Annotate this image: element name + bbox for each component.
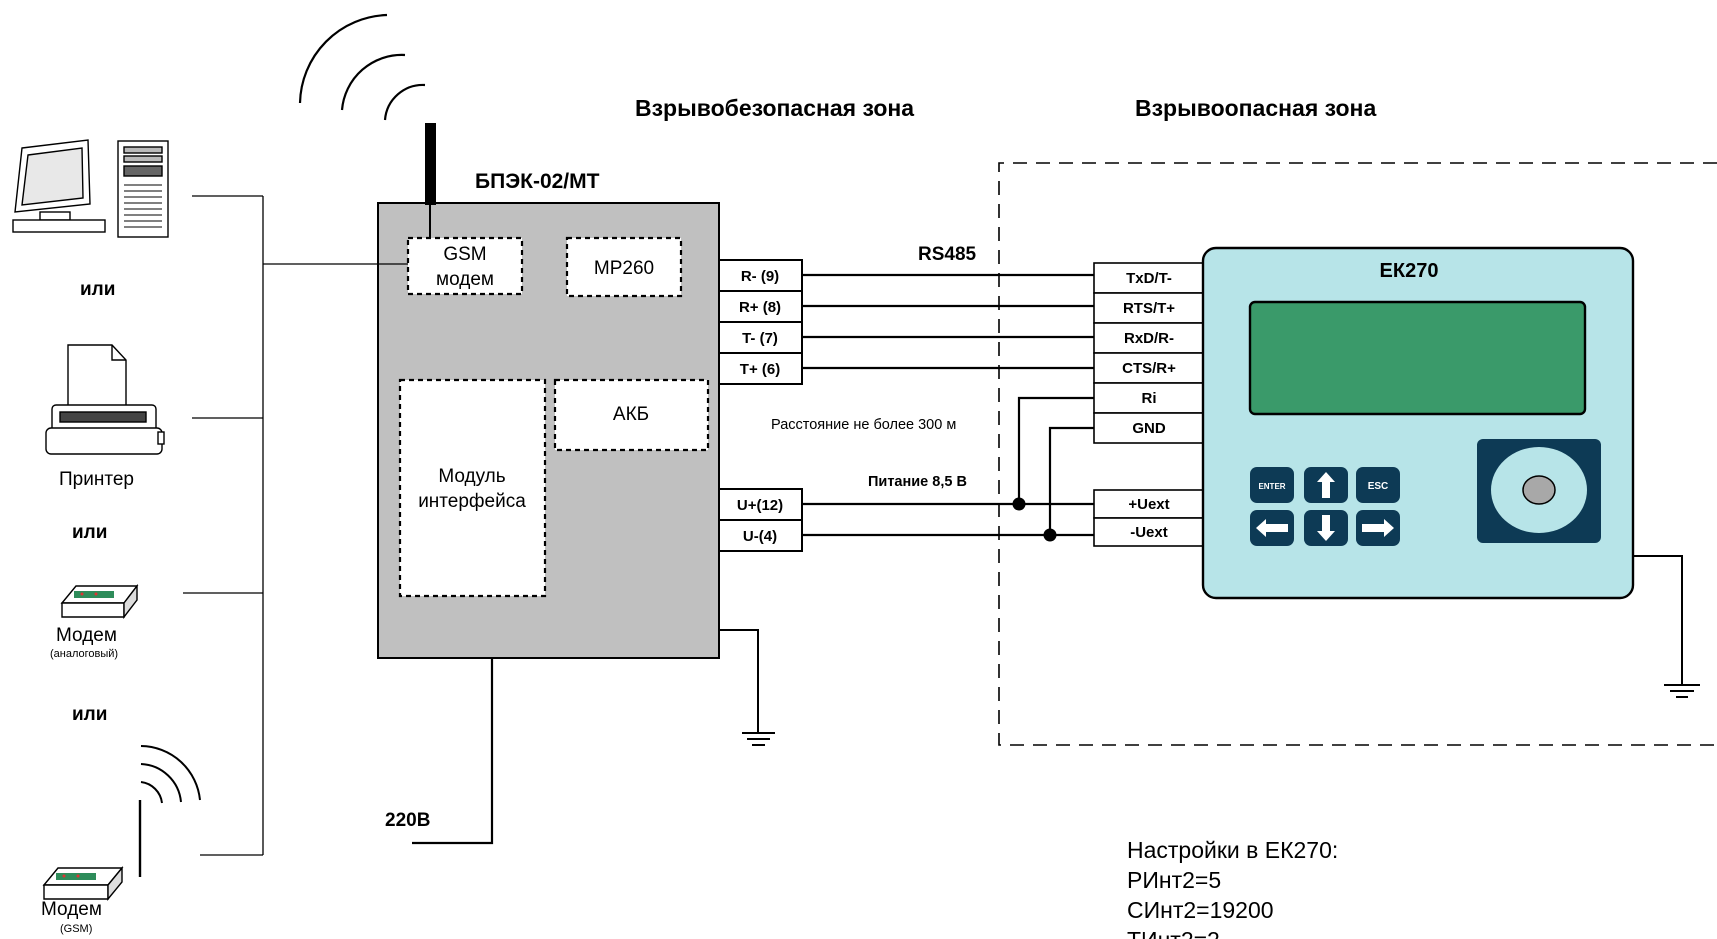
junction-node [1012,497,1026,511]
terminal-rxd: RxD/R- [1124,330,1174,347]
terminal-u-plus: U+(12) [737,497,783,514]
gsm-modem-module: GSM модем [406,236,524,296]
mains-label: 220В [385,810,430,831]
gsm-modem-label: Модем [41,899,102,920]
or-label-2: или [72,522,107,543]
enter-key [1250,467,1294,503]
ek270-device: ЕК270 ENTER ESC [1201,246,1635,600]
terminal-gnd: GND [1132,420,1166,437]
rs485-label: RS485 [918,244,977,265]
printer-icon [45,344,165,455]
gsm-modem-label-1: GSM [443,244,486,265]
distance-label: Расстояние не более 300 м [771,417,956,433]
ground-symbol [1633,555,1700,698]
mp260-label: МР260 [594,258,654,279]
terminal-r-plus: R+ (8) [739,299,781,316]
interface-module-label-1: Модуль [438,466,505,487]
gsm-modem-sublabel: (GSM) [60,923,92,935]
hazard-zone-boundary [998,162,1717,746]
terminal-r-minus: R- (9) [741,268,779,285]
terminal-u-minus: U-(4) [743,528,777,545]
unit-title: БПЭК-02/МТ [475,170,600,193]
mp260-module: МР260 [565,236,683,298]
enter-key-label: ENTER [1258,482,1285,491]
settings-line: ТИнт2=2 [1127,927,1220,939]
down-arrow-icon [1317,515,1335,541]
terminal-cts: CTS/R+ [1122,360,1176,377]
ek270-title: ЕК270 [1380,260,1439,282]
hazard-zone-title: Взрывоопасная зона [1135,95,1376,121]
settings-line: РИнт2=5 [1127,867,1221,893]
terminal-txd: TxD/T- [1126,270,1172,287]
printer-label: Принтер [59,469,134,490]
optical-port [1477,439,1601,543]
akb-label: АКБ [613,404,649,425]
rs485-wires [802,273,1094,370]
terminal-rts: RTS/T+ [1123,300,1175,317]
peripheral-bus [183,195,408,856]
terminal-ri: Ri [1142,390,1157,407]
settings-title: Настройки в ЕК270: [1127,837,1338,863]
analog-modem-sublabel: (аналоговый) [50,648,118,660]
or-label-1: или [80,279,115,300]
right-arrow-icon [1362,519,1394,537]
gsm-modem-icon [42,800,142,901]
signal-icon [140,745,201,804]
ek270-keypad: ENTER ESC [1250,467,1400,546]
safe-zone-title: Взрывобезопасная зона [635,95,914,121]
ek270-display [1248,300,1587,416]
or-label-3: или [72,704,107,725]
unit-terminals [718,259,803,552]
esc-key-label: ESC [1368,481,1389,492]
left-arrow-icon [1256,519,1288,537]
interface-module-label-2: интерфейса [418,491,526,512]
analog-modem-label: Модем [56,625,117,646]
analog-modem-icon [60,583,139,620]
akb-module: АКБ [553,378,710,452]
up-arrow-icon [1317,472,1335,498]
esc-key [1356,467,1400,503]
gsm-modem-label-2: модем [436,269,494,290]
terminal-t-minus: T- (7) [742,330,778,347]
terminal-t-plus: T+ (6) [740,361,780,378]
terminal-uext-minus: -Uext [1130,524,1168,541]
interface-module: Модуль интерфейса [398,378,547,598]
antenna-signal-icon [298,13,426,121]
junction-node [1043,528,1057,542]
power-label: Питание 8,5 В [868,474,967,490]
computer-icon [12,139,169,238]
mains-wire [412,658,494,845]
unit-antenna [425,123,436,205]
terminal-uext-plus: +Uext [1128,496,1169,513]
ground-symbol [719,629,775,746]
settings-line: СИнт2=19200 [1127,897,1274,923]
